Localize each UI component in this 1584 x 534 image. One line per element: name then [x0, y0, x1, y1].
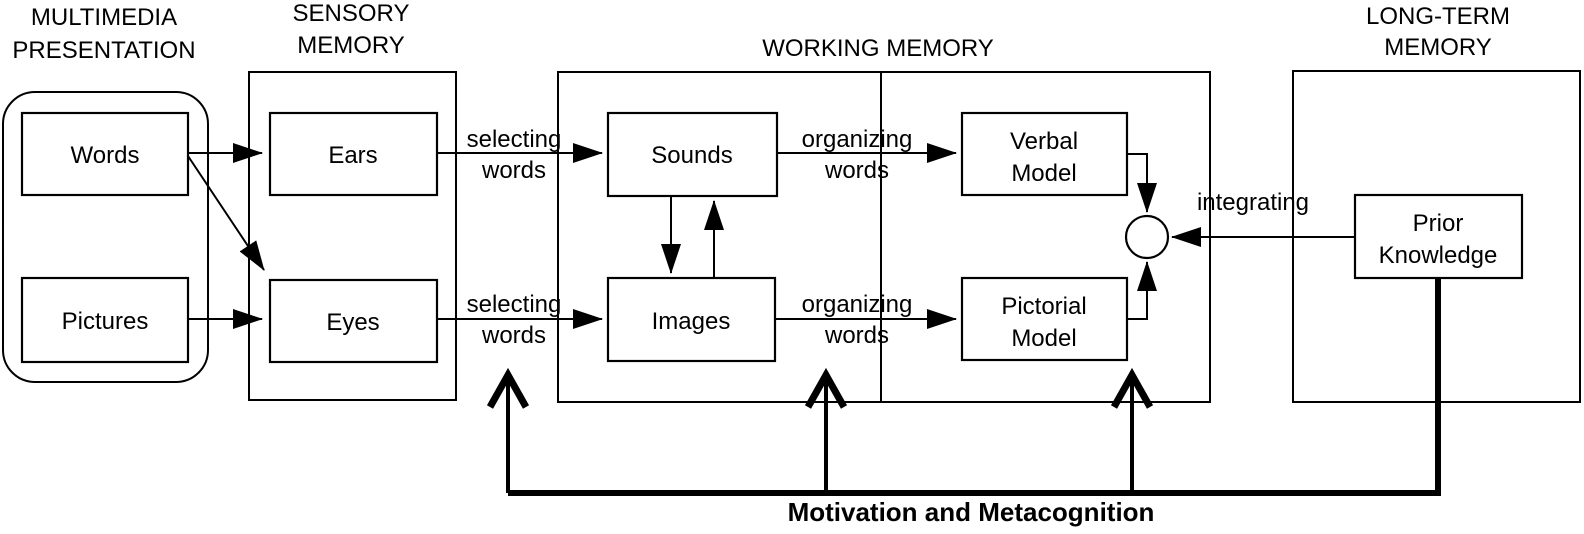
prior-knowledge-box: [1353, 193, 1524, 280]
multimedia-presentation-container: [2, 91, 209, 383]
selecting-words-bottom-label-line2: words: [481, 322, 546, 349]
words-box-label: Words: [71, 142, 140, 169]
selecting-words-top-label-line1: selecting: [467, 126, 562, 153]
words-box: [20, 111, 190, 197]
integrating-label: integrating: [1197, 189, 1309, 216]
pictorial-model-box: [960, 276, 1129, 362]
working-memory-title: WORKING MEMORY: [762, 35, 994, 62]
eyes-box: [268, 278, 439, 364]
sensory-memory-title-line2: MEMORY: [297, 32, 405, 59]
pictorial-model-box-label-line1: Pictorial: [1001, 293, 1086, 320]
ears-box: [268, 111, 439, 197]
eyes-box-label: Eyes: [326, 309, 379, 336]
sounds-box-label: Sounds: [651, 142, 732, 169]
pictures-box-label: Pictures: [62, 308, 149, 335]
pictures-box: [20, 276, 190, 364]
words-to-eyes-arrow: [187, 155, 265, 271]
motivation-arrow-right-head: [1110, 367, 1154, 409]
pictorial-model-box-label-line2: Model: [1011, 325, 1076, 352]
organizing-words-top-label-line1: organizing: [802, 126, 913, 153]
ears-box-label: Ears: [328, 142, 377, 169]
sensory-memory-title-line1: SENSORY: [293, 0, 410, 27]
prior-knowledge-box-label-line2: Knowledge: [1379, 242, 1498, 269]
verbal-model-box-label-line1: Verbal: [1010, 128, 1078, 155]
verbal-model-box: [960, 111, 1129, 197]
organizing-words-bottom-label-line1: organizing: [802, 291, 913, 318]
images-box-label: Images: [652, 308, 731, 335]
verbal-model-box-label-line2: Model: [1011, 160, 1076, 187]
long-term-memory-title-line1: LONG-TERM: [1366, 3, 1510, 30]
selecting-words-bottom-label-line1: selecting: [467, 291, 562, 318]
integration-circle: [1124, 214, 1170, 260]
motivation-arrow-middle-head: [804, 367, 848, 409]
prior-knowledge-box-label-line1: Prior: [1413, 210, 1464, 237]
organizing-words-bottom-label-line2: words: [824, 322, 889, 349]
sounds-box: [606, 111, 779, 198]
images-box: [606, 276, 777, 363]
sensory-memory-container: [248, 71, 457, 401]
organizing-words-top-label-line2: words: [824, 157, 889, 184]
selecting-words-top-label-line2: words: [481, 157, 546, 184]
motivation-feedback-line: [508, 279, 1441, 496]
multimedia-presentation-title-line2: PRESENTATION: [12, 37, 195, 64]
pictorial-model-to-circle-arrow: [1127, 261, 1157, 320]
motivation-metacognition-label: Motivation and Metacognition: [788, 497, 1155, 527]
verbal-model-to-circle-arrow: [1127, 153, 1157, 213]
multimedia-presentation-title-line1: MULTIMEDIA: [31, 4, 177, 31]
long-term-memory-title-line2: MEMORY: [1384, 34, 1492, 61]
motivation-arrow-left-head: [486, 367, 530, 409]
